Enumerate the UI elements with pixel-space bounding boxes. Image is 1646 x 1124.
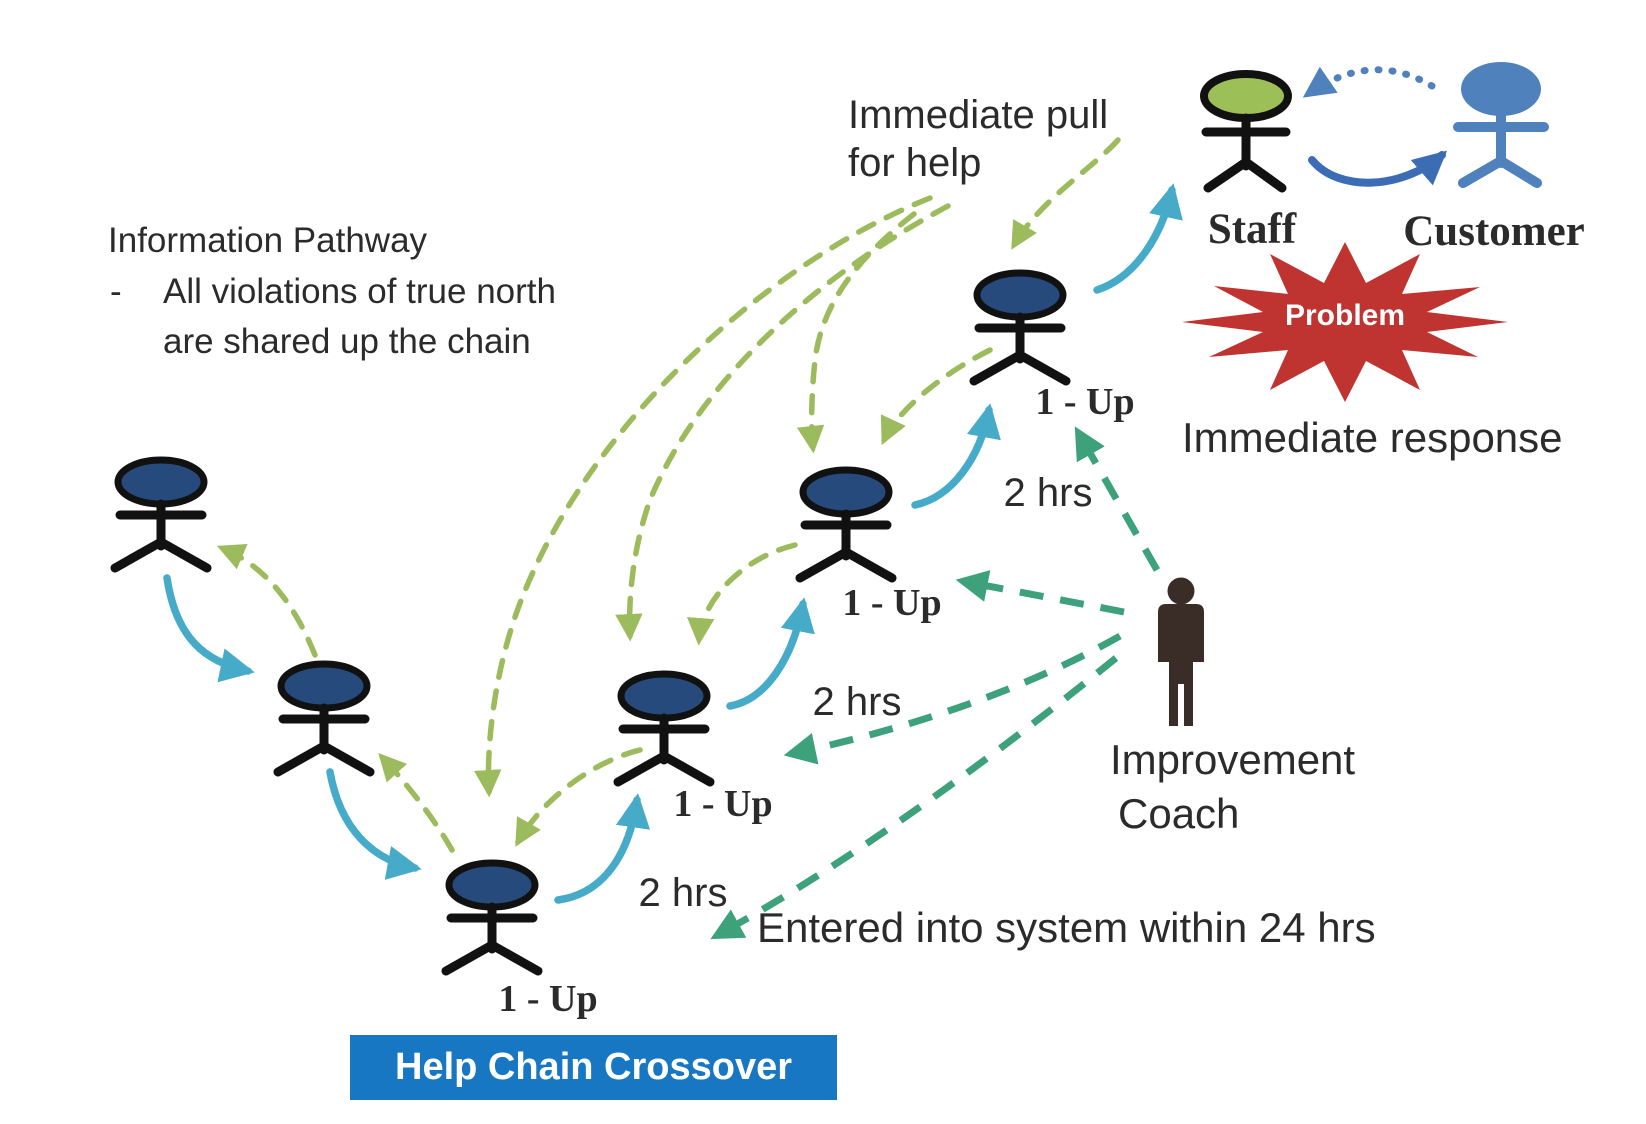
chain-figure-3-crossover	[446, 863, 538, 971]
two-hrs-label-3: 2 hrs	[1003, 471, 1093, 515]
coach-arrow-to-figure6	[1074, 426, 1161, 572]
share-down-arrow-5to4	[686, 542, 798, 646]
info-pathway-title: Information Pathway	[108, 221, 428, 260]
staff-to-customer-arrow	[1308, 150, 1448, 187]
customer-to-staff-dotted-arrow	[1302, 66, 1436, 98]
customer-label: Customer	[1403, 208, 1585, 255]
coach-arrow-to-system-entry	[710, 655, 1119, 940]
one-up-label-figure4: 1 - Up	[673, 783, 773, 825]
chain-figure-5	[800, 470, 892, 578]
share-down-arrow-6to5	[880, 347, 993, 445]
one-up-label-figure3: 1 - Up	[498, 978, 598, 1020]
customer-figure	[1453, 62, 1549, 188]
escalation-arrow-4to5	[726, 597, 815, 710]
chain-figure-2	[278, 664, 370, 772]
immediate-pull-line2: for help	[848, 141, 982, 185]
one-up-label-figure5: 1 - Up	[842, 582, 942, 624]
one-up-label-figure6: 1 - Up	[1035, 381, 1135, 423]
info-pathway-line3: are shared up the chain	[163, 322, 531, 361]
problem-starburst	[1182, 242, 1508, 402]
help-chain-crossover-banner: Help Chain Crossover	[350, 1035, 837, 1100]
escalation-arrow-5to6	[911, 403, 1001, 509]
chain-figure-1	[115, 460, 207, 568]
entered-system-label: Entered into system within 24 hrs	[757, 904, 1376, 951]
escalation-arrow-2to3	[326, 768, 422, 880]
pull-long-arc-to-figure4	[615, 203, 951, 642]
share-down-arrow-4to3	[515, 747, 643, 847]
pull-long-arc-to-figure5	[796, 211, 917, 454]
immediate-response-label: Immediate response	[1182, 414, 1563, 461]
chain-figure-6	[974, 273, 1066, 381]
improvement-coach-label-line1: Improvement	[1110, 736, 1356, 783]
info-pathway-bullet: -	[110, 272, 122, 311]
two-hrs-label-2: 2 hrs	[812, 680, 902, 724]
info-pathway-line2: All violations of true north	[163, 272, 556, 311]
help-chain-crossover-label: Help Chain Crossover	[395, 1046, 792, 1088]
pull-long-arc-to-figure3	[474, 195, 933, 798]
escalation-arrow-3to4	[554, 793, 651, 904]
staff-figure	[1200, 70, 1292, 193]
escalation-arrow-6tostaff	[1093, 183, 1183, 294]
coach-arrow-to-figure5	[955, 570, 1125, 616]
coach-arrow-to-figure4	[783, 632, 1122, 765]
improvement-coach-label-line2: Coach	[1118, 790, 1240, 837]
pull-arrow-to-figure6	[1011, 137, 1121, 250]
problem-label: Problem	[1284, 299, 1406, 332]
improvement-coach-figure	[1158, 577, 1204, 726]
escalation-arrow-1to2	[163, 574, 255, 683]
share-up-arrow-2to1	[216, 543, 318, 658]
chain-figure-4	[618, 674, 710, 782]
immediate-pull-line1: Immediate pull	[848, 93, 1109, 137]
two-hrs-label-1: 2 hrs	[638, 871, 728, 915]
share-up-arrow-3to2	[378, 752, 455, 853]
staff-label: Staff	[1207, 206, 1297, 253]
